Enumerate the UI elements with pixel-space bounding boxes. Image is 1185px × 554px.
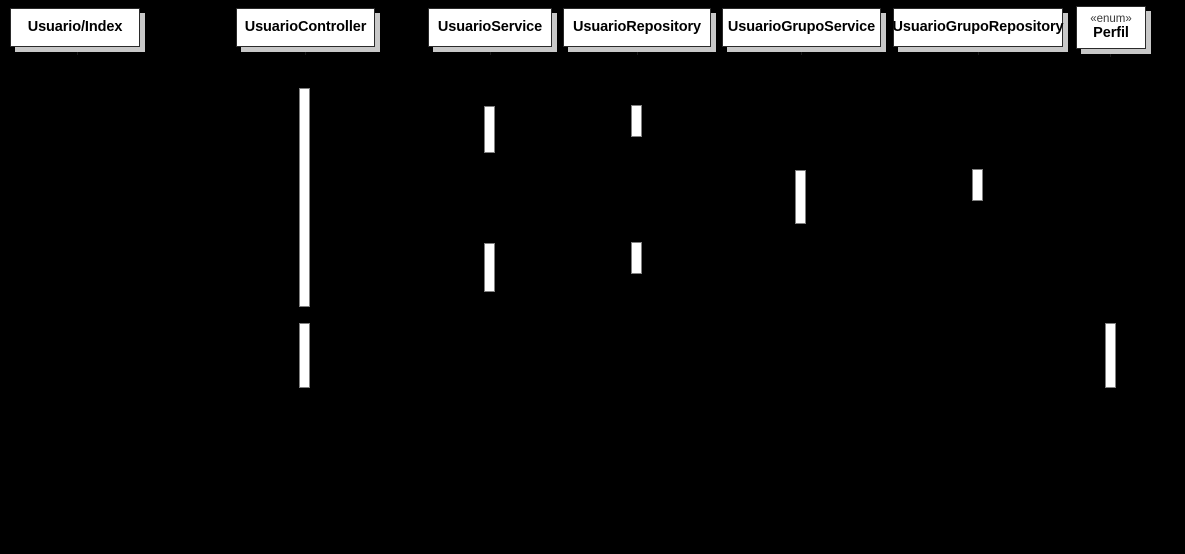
participant-name-usuario-repository: UsuarioRepository (572, 18, 702, 35)
message-line-m3 (490, 105, 637, 106)
message-line-m7 (801, 169, 978, 170)
lifeline-usuario-index (77, 47, 78, 524)
message-line-m1 (77, 88, 305, 89)
message-line-m5 (305, 153, 490, 154)
participant-box-usuario-repository: UsuarioRepository (563, 8, 711, 47)
activation-bar-usuario-service (484, 106, 495, 153)
participant-usuario-repository[interactable]: UsuarioRepository (563, 8, 716, 52)
lifeline-perfil (1110, 49, 1111, 524)
participant-box-usuario-index: Usuario/Index (10, 8, 140, 47)
participant-usuario-controller[interactable]: UsuarioController (236, 8, 380, 52)
participant-usuario-grupo-service[interactable]: UsuarioGrupoService (722, 8, 886, 52)
activation-bar-usuario-repository (631, 105, 642, 137)
participant-box-usuario-grupo-repository: UsuarioGrupoRepository (892, 8, 1064, 47)
activation-bar-perfil (1105, 323, 1116, 388)
lifeline-usuario-grupo-service (801, 47, 802, 524)
participant-usuario-service[interactable]: UsuarioService (428, 8, 557, 52)
message-line-m8 (801, 201, 978, 202)
message-line-m12 (490, 274, 637, 275)
message-line-m9 (305, 224, 801, 225)
message-arrowhead-m14 (77, 303, 85, 311)
participant-name-usuario-grupo-repository: UsuarioGrupoRepository (892, 18, 1064, 35)
activation-bar-usuario-controller (299, 323, 310, 388)
participant-usuario-grupo-repository[interactable]: UsuarioGrupoRepository (892, 8, 1068, 52)
message-line-m16 (305, 323, 1110, 324)
activation-bar-usuario-grupo-repository (972, 169, 983, 201)
participant-stereotype-perfil: «enum» (1090, 13, 1132, 26)
participant-box-usuario-controller: UsuarioController (236, 8, 375, 47)
participant-box-usuario-grupo-service: UsuarioGrupoService (722, 8, 881, 47)
participant-name-usuario-index: Usuario/Index (27, 18, 123, 35)
message-arrowhead-m17 (305, 384, 313, 392)
lifeline-usuario-grupo-repository (978, 47, 979, 524)
participant-name-usuario-grupo-service: UsuarioGrupoService (727, 18, 876, 35)
participant-name-usuario-service: UsuarioService (437, 18, 543, 35)
message-line-m17 (305, 388, 1110, 389)
activation-bar-usuario-grupo-service (795, 170, 806, 224)
message-line-m14 (77, 307, 305, 308)
message-line-m13 (305, 292, 490, 293)
message-line-m10 (305, 243, 490, 244)
participant-usuario-index[interactable]: Usuario/Index (10, 8, 145, 52)
message-line-m15 (77, 323, 305, 324)
participant-name-usuario-controller: UsuarioController (244, 18, 367, 35)
message-line-m11 (490, 242, 637, 243)
message-line-m4 (490, 137, 637, 138)
participant-box-perfil: «enum»Perfil (1076, 6, 1146, 49)
participant-name-perfil: Perfil (1093, 24, 1129, 41)
activation-bar-usuario-repository (631, 242, 642, 274)
activation-bar-usuario-service (484, 243, 495, 292)
message-line-m6 (305, 170, 801, 171)
activation-bar-usuario-controller (299, 88, 310, 307)
participant-perfil[interactable]: «enum»Perfil (1076, 6, 1151, 54)
message-line-m2 (305, 106, 490, 107)
lifeline-usuario-repository (637, 47, 638, 524)
participant-box-usuario-service: UsuarioService (428, 8, 552, 47)
